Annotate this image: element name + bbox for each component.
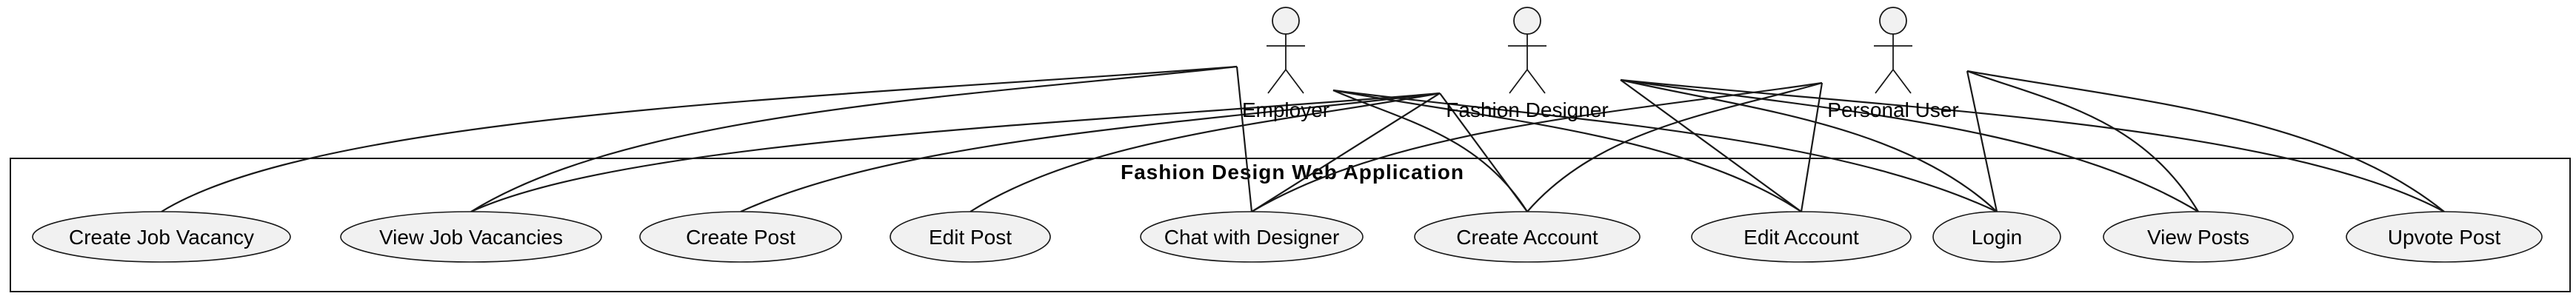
actor-head-icon [1272,7,1300,35]
actor-right-leg [1526,69,1546,94]
use-case-label: Chat with Designer [1164,226,1340,249]
actor-right-leg [1892,69,1912,94]
actor-head-icon [1879,7,1907,35]
association-line [1332,89,1802,212]
association-line [470,92,1441,213]
use-case-label: Edit Post [929,226,1012,249]
system-boundary [10,158,2571,292]
use-case-login: Login [1932,211,2061,263]
association-line [1966,70,2199,212]
actor-left-leg [1267,69,1287,94]
association-line [1251,93,1441,212]
actor-label: Personal User [1827,98,1958,121]
use-case-label: View Job Vacancies [379,226,563,249]
use-case-ellipse [2346,211,2543,263]
association-line [970,92,1441,212]
use-case-ellipse [1932,211,2061,263]
use-case-label: Create Account [1456,226,1598,249]
association-line [1966,70,1998,212]
use-case-ellipse [890,211,1051,263]
use-case-label: Login [1972,226,2023,249]
use-case-ellipse [2103,211,2294,263]
association-line [1235,66,1253,212]
actor-employer: Employer [1242,7,1329,121]
actor-left-leg [1509,69,1528,94]
association-lines [161,65,2445,213]
actor-right-leg [1285,69,1304,94]
use-case-label: Edit Account [1744,226,1859,249]
use-case-ellipse [1140,211,1364,263]
use-case-view-posts: View Posts [2103,211,2294,263]
use-case-label: Create Job Vacancy [69,226,254,249]
use-case-ellipse [340,211,602,263]
actor-left-leg [1875,69,1894,94]
association-line [1332,89,1998,212]
use-case-ellipse [1414,211,1641,263]
actor-personal: Personal User [1827,7,1959,121]
use-case-ellipse [32,211,291,263]
use-case-create-post: Create Post [639,211,842,263]
actor-head-icon [1513,7,1541,35]
use-case-create-job-vacancy: Create Job Vacancy [32,211,291,263]
association-line [1966,70,2445,212]
actor-label: Employer [1242,98,1329,121]
association-line [1526,81,1823,212]
use-case-label: Upvote Post [2388,226,2501,249]
actor-label: Fashion Designer [1446,98,1608,121]
use-case-edit-post: Edit Post [890,211,1051,263]
association-line [1800,82,1823,212]
association-line [1251,81,1823,212]
use-case-label: View Posts [2147,226,2249,249]
use-case-edit-account: Edit Account [1691,211,1912,263]
association-line [470,65,1238,212]
association-line [1439,93,1528,212]
actors: Employer Fashion Designer Personal User [1242,7,1959,121]
association-line [1620,78,2199,212]
system-title: Fashion Design Web Application [1121,161,1464,184]
use-case-ellipse [1691,211,1912,263]
actor-designer: Fashion Designer [1446,7,1609,121]
use-case-ellipse [639,211,842,263]
use-case-create-account: Create Account [1414,211,1641,263]
use-case-view-job-vacancies: View Job Vacancies [340,211,602,263]
association-line [1620,78,1998,212]
association-line [1620,79,1802,212]
use-case-upvote-post: Upvote Post [2346,211,2543,263]
use-cases: Create Job Vacancy View Job Vacancies Crea… [32,211,2543,263]
association-line [161,65,1238,212]
use-case-chat-with-designer: Chat with Designer [1140,211,1364,263]
use-case-label: Create Post [686,226,795,249]
association-line [740,92,1441,213]
